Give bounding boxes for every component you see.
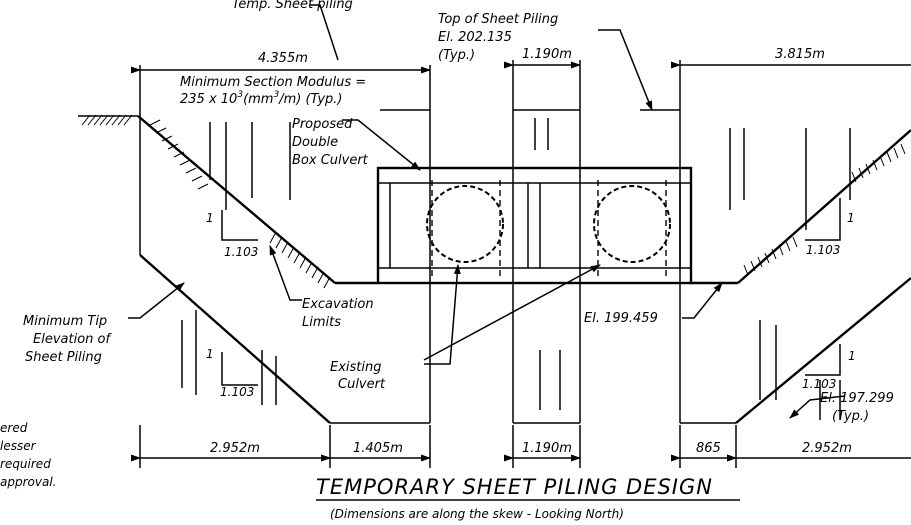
box-culvert-label: Box Culvert [292,153,369,168]
double-label: Double [292,135,338,150]
dim-bottom-2: 1.405m [353,441,403,456]
proposed-label: Proposed [292,117,353,132]
excavation-label: Excavation [302,297,374,312]
slope-ratio-d: 1.103 [802,377,836,391]
slope-hatch-left-lower [269,231,331,289]
right-typ-label: (Typ.) [832,409,869,424]
min-tip-line-right [735,277,911,424]
min-tip-line-left [139,254,331,424]
excavation-limit-right [690,129,911,285]
el-right-label: El. 197.299 [820,391,894,406]
note-line-2: lesser [0,439,37,453]
existing-label: Existing [330,360,382,375]
dimension-bottom [131,425,911,468]
min-tip-label-1: Minimum Tip [23,314,107,329]
slope-triangles [221,198,841,386]
slope-one-b: 1 [206,347,214,361]
dim-bottom-3: 1.190m [522,441,572,456]
slope-ratio-c: 1.103 [806,243,840,257]
excavation-limit-left [137,115,378,285]
dimension-top-right [671,60,911,110]
note-line-3: required [0,457,51,471]
temp-sheet-piling-label: Temp. Sheet piling [232,0,353,12]
note-line-4: approval. [0,475,56,489]
sheet-piling-center [512,109,581,424]
dimension-top-center [504,60,581,110]
dimension-top-left [131,65,431,110]
section-value-label: 235 x 103(mm3/m) (Typ.) [180,90,342,107]
dim-bottom-4: 865 [696,441,721,456]
drawing-title: TEMPORARY SHEET PILING DESIGN [316,475,713,499]
proposed-box-culvert [376,166,693,285]
min-tip-label-3: Sheet Piling [25,350,102,365]
existing-culvert-right [593,180,671,280]
top-of-sheet-piling-label: Top of Sheet Piling [438,12,558,27]
top-typ-label: (Typ.) [438,48,475,63]
note-line-1: ered [0,421,28,435]
drawing-subtitle: (Dimensions are along the skew - Looking… [330,507,624,521]
dim-bottom-5: 2.952m [802,441,852,456]
min-tip-label-2: Elevation of [33,332,112,347]
slope-hatch-left [149,119,209,190]
slope-ratio-b: 1.103 [220,385,254,399]
ground-hatch-left [78,114,138,126]
sheet-piling-left [139,109,431,424]
top-elevation-label: El. 202.135 [438,30,512,45]
dim-right-top-label: 3.815m [775,47,825,62]
slope-one-a: 1 [206,211,214,225]
slope-ratio-a: 1.103 [224,245,258,259]
min-section-modulus-label: Minimum Section Modulus = [180,75,366,90]
slope-one-d: 1 [848,349,856,363]
leader-lines [128,4,846,419]
limits-label: Limits [302,315,341,330]
dim-bottom-1: 2.952m [210,441,260,456]
dim-center-top-label: 1.190m [522,47,572,62]
slope-one-c: 1 [847,211,855,225]
dim-left-top-label: 4.355m [258,51,308,66]
existing-culvert-left [426,180,504,280]
culvert-label: Culvert [338,377,386,392]
el-bottom-label: El. 199.459 [584,311,658,326]
